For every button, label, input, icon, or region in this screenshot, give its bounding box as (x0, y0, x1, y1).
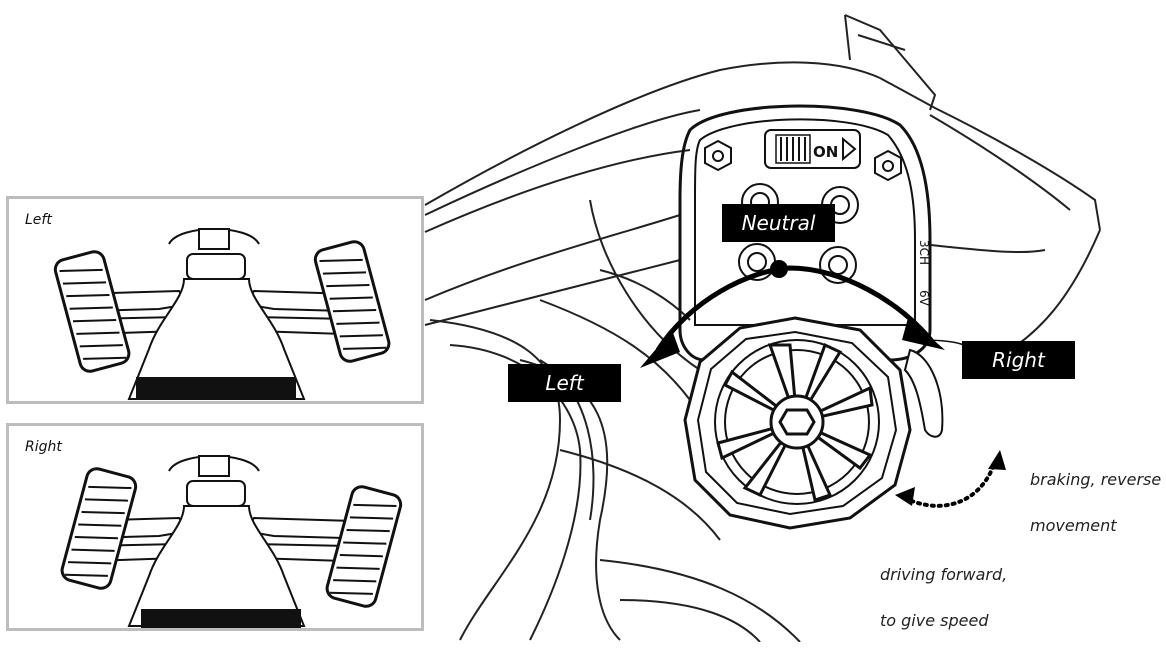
throttle-arrow (903, 460, 997, 508)
right-label: Right (962, 341, 1075, 379)
arrow-forward-icon (895, 487, 915, 506)
channel-label: 3CH (917, 240, 931, 265)
neutral-label: Neutral (722, 204, 835, 242)
braking-note: braking, reverse movement (1030, 445, 1161, 560)
panel-steer-left: Left (6, 196, 424, 404)
driving-note-line2: to give speed (880, 611, 989, 630)
steering-wheel[interactable] (683, 316, 912, 530)
braking-note-line1: braking, reverse (1030, 470, 1162, 489)
car-right-drawing (60, 455, 403, 628)
braking-note-line2: movement (1030, 516, 1117, 535)
panel-steer-right: Right (6, 423, 424, 631)
arrow-reverse-icon (988, 450, 1006, 470)
arrow-left-icon (640, 330, 680, 368)
left-label: Left (508, 364, 621, 402)
arrow-right-icon (902, 318, 945, 350)
panel-left-title: Left (25, 212, 52, 228)
driving-note-line1: driving forward, (880, 565, 1008, 584)
panel-right-title: Right (25, 439, 62, 455)
car-left-drawing (53, 228, 391, 400)
voltage-label: 6V (917, 290, 931, 307)
steering-arc (655, 265, 937, 352)
power-switch[interactable]: ON (764, 129, 861, 169)
driving-note: driving forward, to give speed (880, 540, 1007, 655)
throttle-trigger[interactable] (903, 348, 944, 438)
neutral-dot (770, 260, 788, 278)
power-switch-label: ON (813, 143, 838, 161)
